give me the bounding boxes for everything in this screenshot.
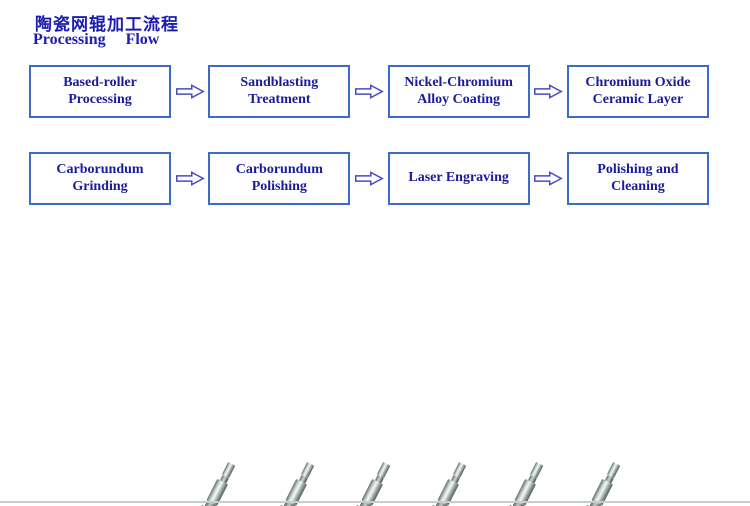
rollers-photo xyxy=(0,222,750,506)
flow-step-chromium-oxide-ceramic-layer: Chromium Oxide Ceramic Layer xyxy=(566,65,709,118)
flow-step-carborundum-polishing: Carborundum Polishing xyxy=(208,152,351,205)
flow-step-polishing-and-cleaning: Polishing and Cleaning xyxy=(566,152,709,205)
flow-step-sandblasting-treatment: Sandblasting Treatment xyxy=(208,65,351,118)
page-title-chinese: 陶瓷网辊加工流程 xyxy=(35,15,179,35)
flow-step-based-roller-processing: Based-roller Processing xyxy=(29,65,171,118)
roller-steel-base xyxy=(87,453,253,506)
flow-row-2: Carborundum Grinding Carborundum Polishi… xyxy=(29,152,709,205)
right-arrow-icon xyxy=(354,170,384,187)
flow-row-1: Based-roller Processing Sandblasting Tre… xyxy=(29,65,709,118)
right-arrow-icon xyxy=(533,83,564,100)
flow-step-laser-engraving: Laser Engraving xyxy=(387,152,530,205)
right-arrow-icon xyxy=(175,170,205,187)
right-arrow-icon xyxy=(175,83,205,100)
flow-step-nickel-chromium-alloy-coating: Nickel-Chromium Alloy Coating xyxy=(387,65,530,118)
page-title-english: Processing Flow xyxy=(33,31,160,48)
bottom-divider-line xyxy=(0,501,750,503)
right-arrow-icon xyxy=(354,83,384,100)
flow-step-carborundum-grinding: Carborundum Grinding xyxy=(29,152,171,205)
right-arrow-icon xyxy=(533,170,564,187)
